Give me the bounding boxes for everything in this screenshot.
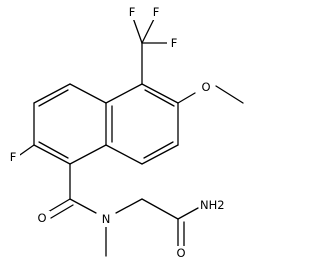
bond-ring-c7-c8-inner xyxy=(143,141,174,159)
atom-f-ring: F xyxy=(10,150,17,164)
bond-n-ch2 xyxy=(115,198,143,214)
bond-ring-c5-c6 xyxy=(141,83,179,104)
bond-carbonyl-double-a xyxy=(47,198,71,213)
bond-ring-c2-c1-inner xyxy=(38,141,69,159)
atom-f-top-mid: F xyxy=(153,5,160,19)
bond-ring-c1-c8a xyxy=(69,144,107,165)
bonds xyxy=(16,14,244,257)
bond-ch2-amide-c xyxy=(141,198,179,220)
bond-ring-c8-c8a xyxy=(105,144,143,165)
atom-n-amide: N xyxy=(102,212,111,226)
chemical-structure-diagram: F F F F O O N NH2 O xyxy=(6,5,244,261)
bond-ring-c2-c1 xyxy=(33,144,71,165)
atom-nh2: NH2 xyxy=(200,198,225,212)
bond-o-methoxy-ch3 xyxy=(215,85,244,104)
bond-ring-c5-c6-inner xyxy=(144,89,175,107)
bond-ring-c4-c3 xyxy=(33,83,71,104)
atom-o-amide: O xyxy=(37,211,46,225)
bond-ring-c4a-c4 xyxy=(69,83,107,104)
atom-labels: F F F F O O N NH2 O xyxy=(6,5,233,261)
bond-carbonyl-c-n xyxy=(69,198,97,214)
atom-f-top-left: F xyxy=(129,5,136,19)
atom-o-methoxy: O xyxy=(201,80,210,94)
bond-c6-o-methoxy xyxy=(177,92,196,104)
bond-ring-c7-c8 xyxy=(141,144,179,165)
bond-ring-c4a-c5 xyxy=(105,83,143,104)
bond-ring-c4-c3-inner xyxy=(38,89,69,107)
atom-o-primary-amide: O xyxy=(176,246,185,260)
bond-amide-c-nh2 xyxy=(177,207,199,220)
atom-f-top-right: F xyxy=(171,36,178,50)
bond-carbonyl-double-b xyxy=(50,204,74,219)
